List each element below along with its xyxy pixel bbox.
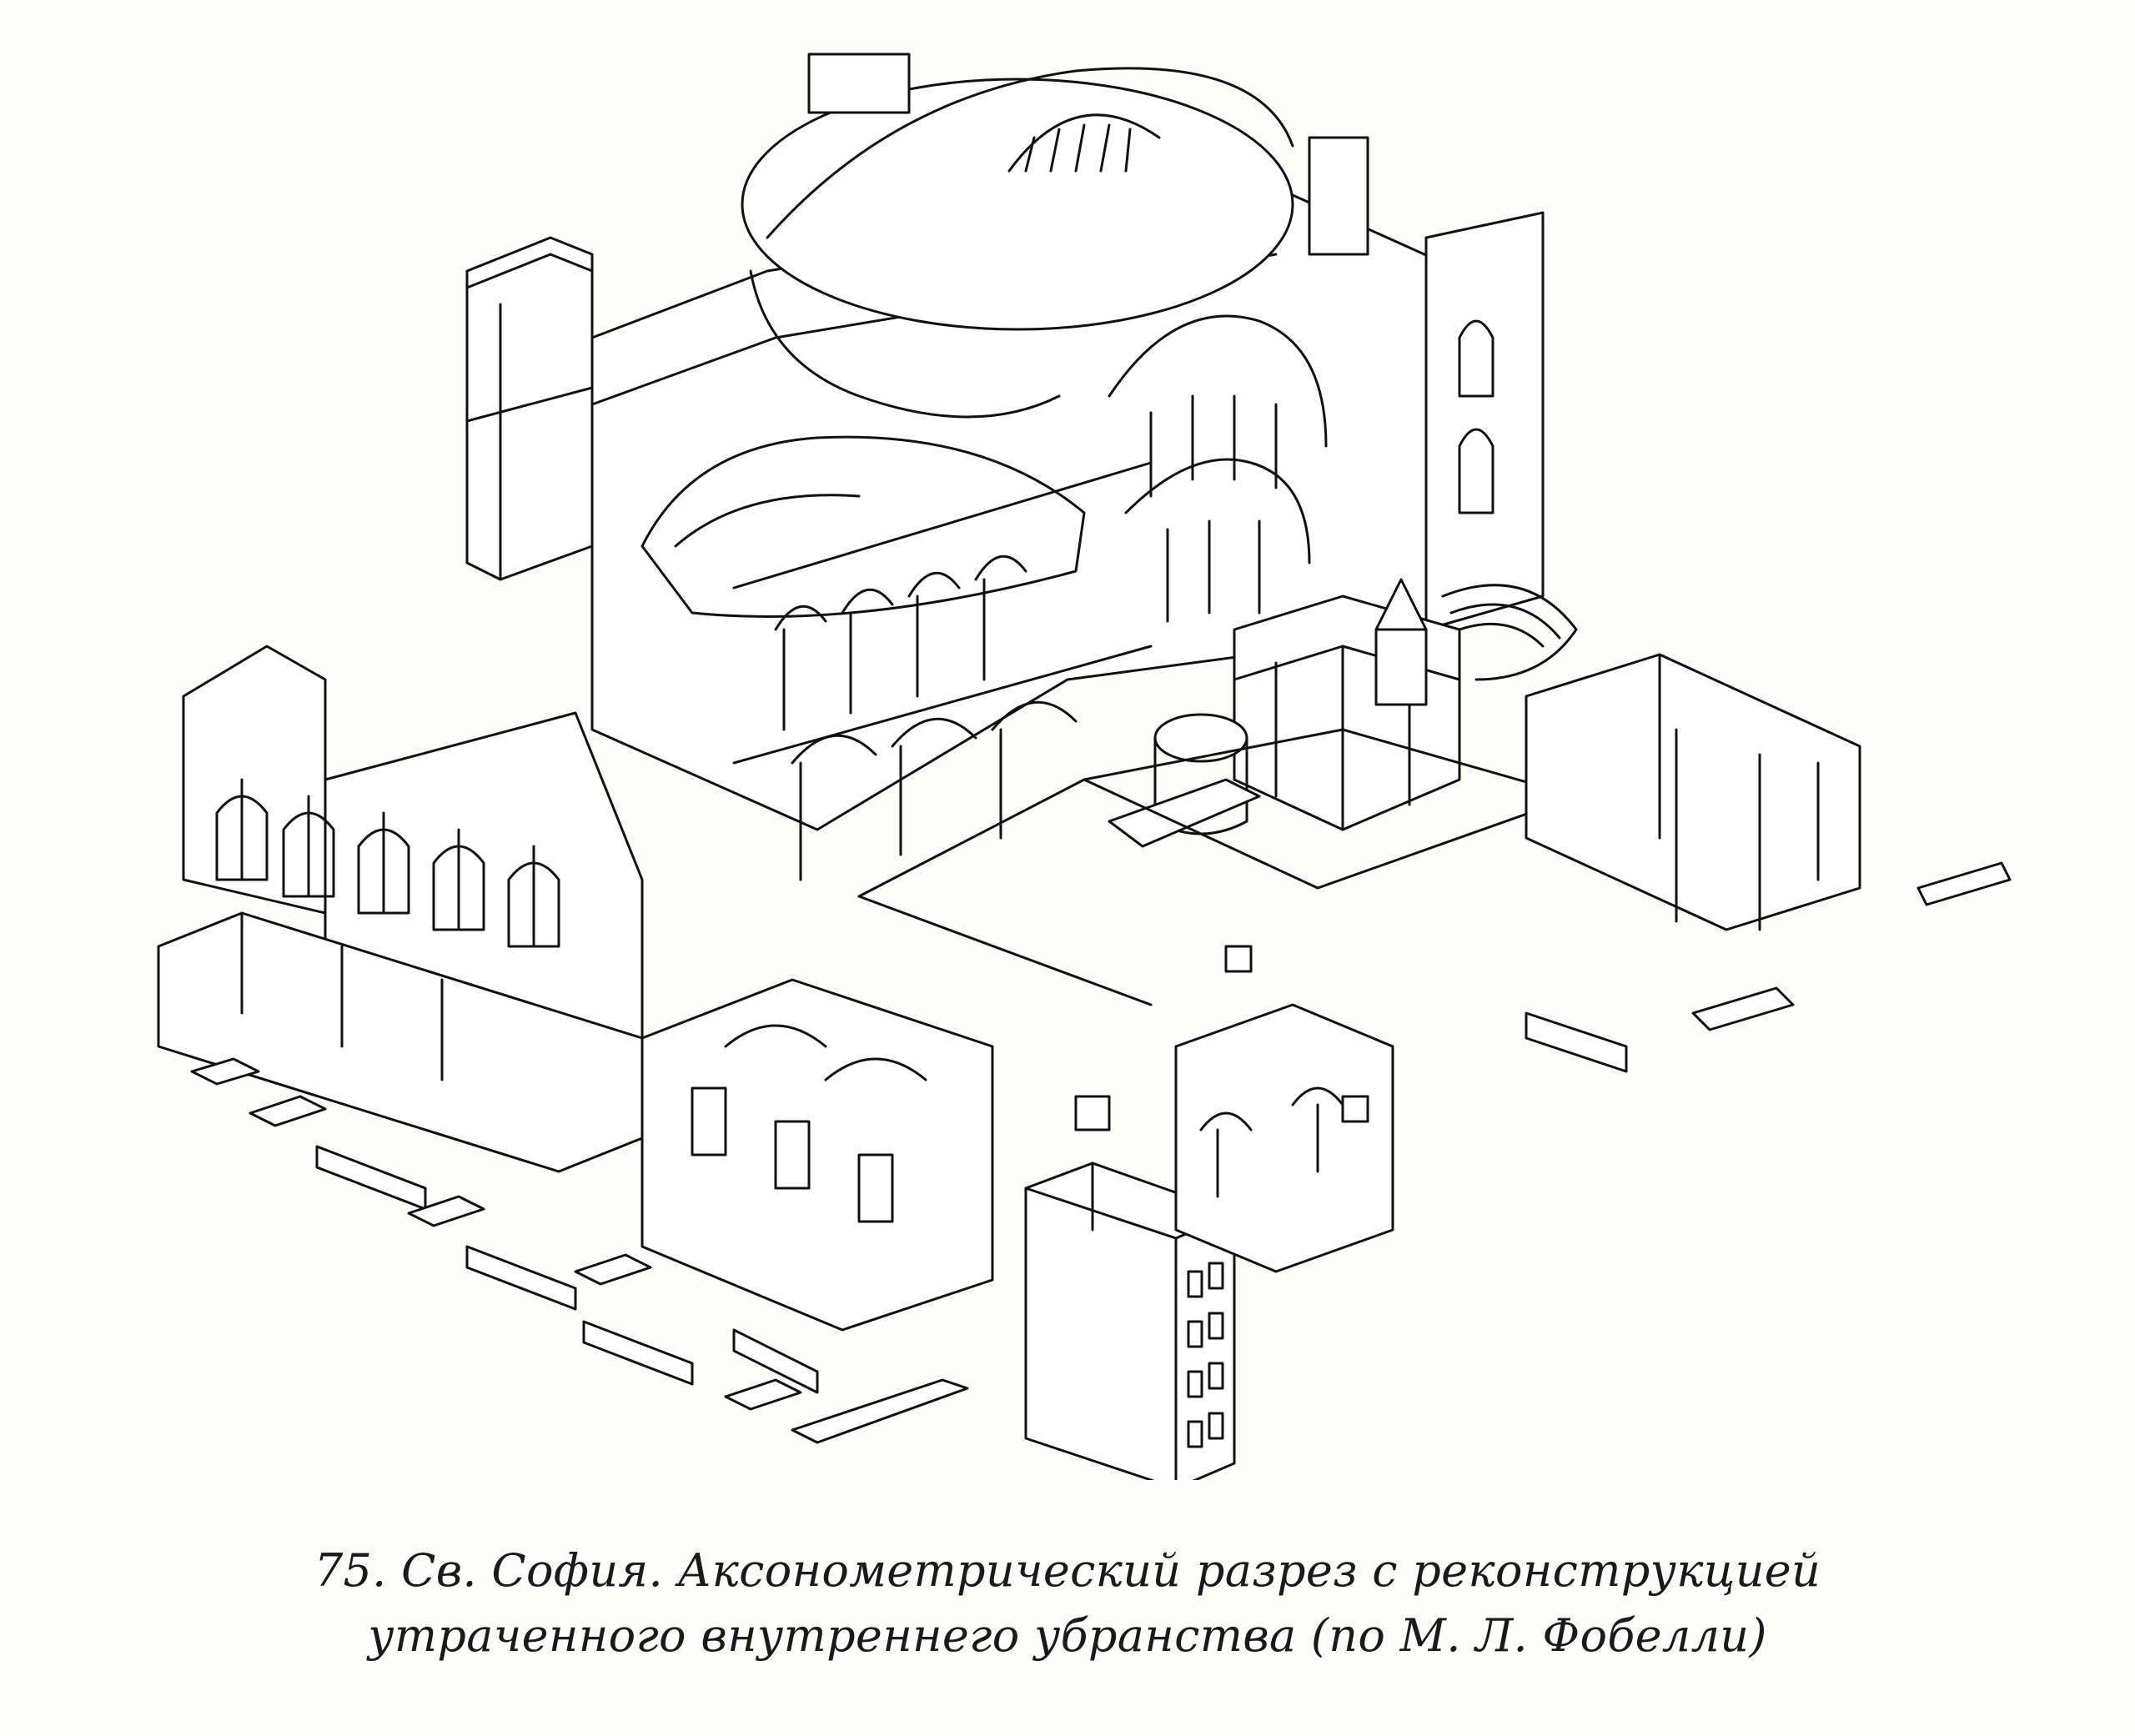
axonometric-section-drawing xyxy=(108,46,2052,1480)
nave-arcade xyxy=(732,461,1153,881)
synthronon-steps xyxy=(1441,584,1578,681)
south-east-walls xyxy=(1074,945,1394,1273)
ambo xyxy=(1108,713,1261,848)
caption-line-2: утраченного внутреннего убранства (по М.… xyxy=(368,1609,1767,1662)
caption-line-1: 75. Св. София. Аксонометрический разрез … xyxy=(314,1544,1821,1597)
main-dome xyxy=(741,53,1369,419)
east-buttress xyxy=(1424,211,1545,631)
west-semidome xyxy=(640,435,1086,618)
ciborium xyxy=(1233,578,1461,831)
foundation-fragments xyxy=(190,1057,969,1444)
figure-caption: 75. Св. София. Аксонометрический разрез … xyxy=(0,1538,2135,1668)
south-tower xyxy=(1024,1162,1236,1480)
north-tower xyxy=(465,236,594,581)
exedra-colonnade xyxy=(1108,314,1328,623)
nave-floor xyxy=(857,728,1578,1006)
east-atrium xyxy=(1525,653,2012,1073)
south-gallery xyxy=(640,978,994,1332)
